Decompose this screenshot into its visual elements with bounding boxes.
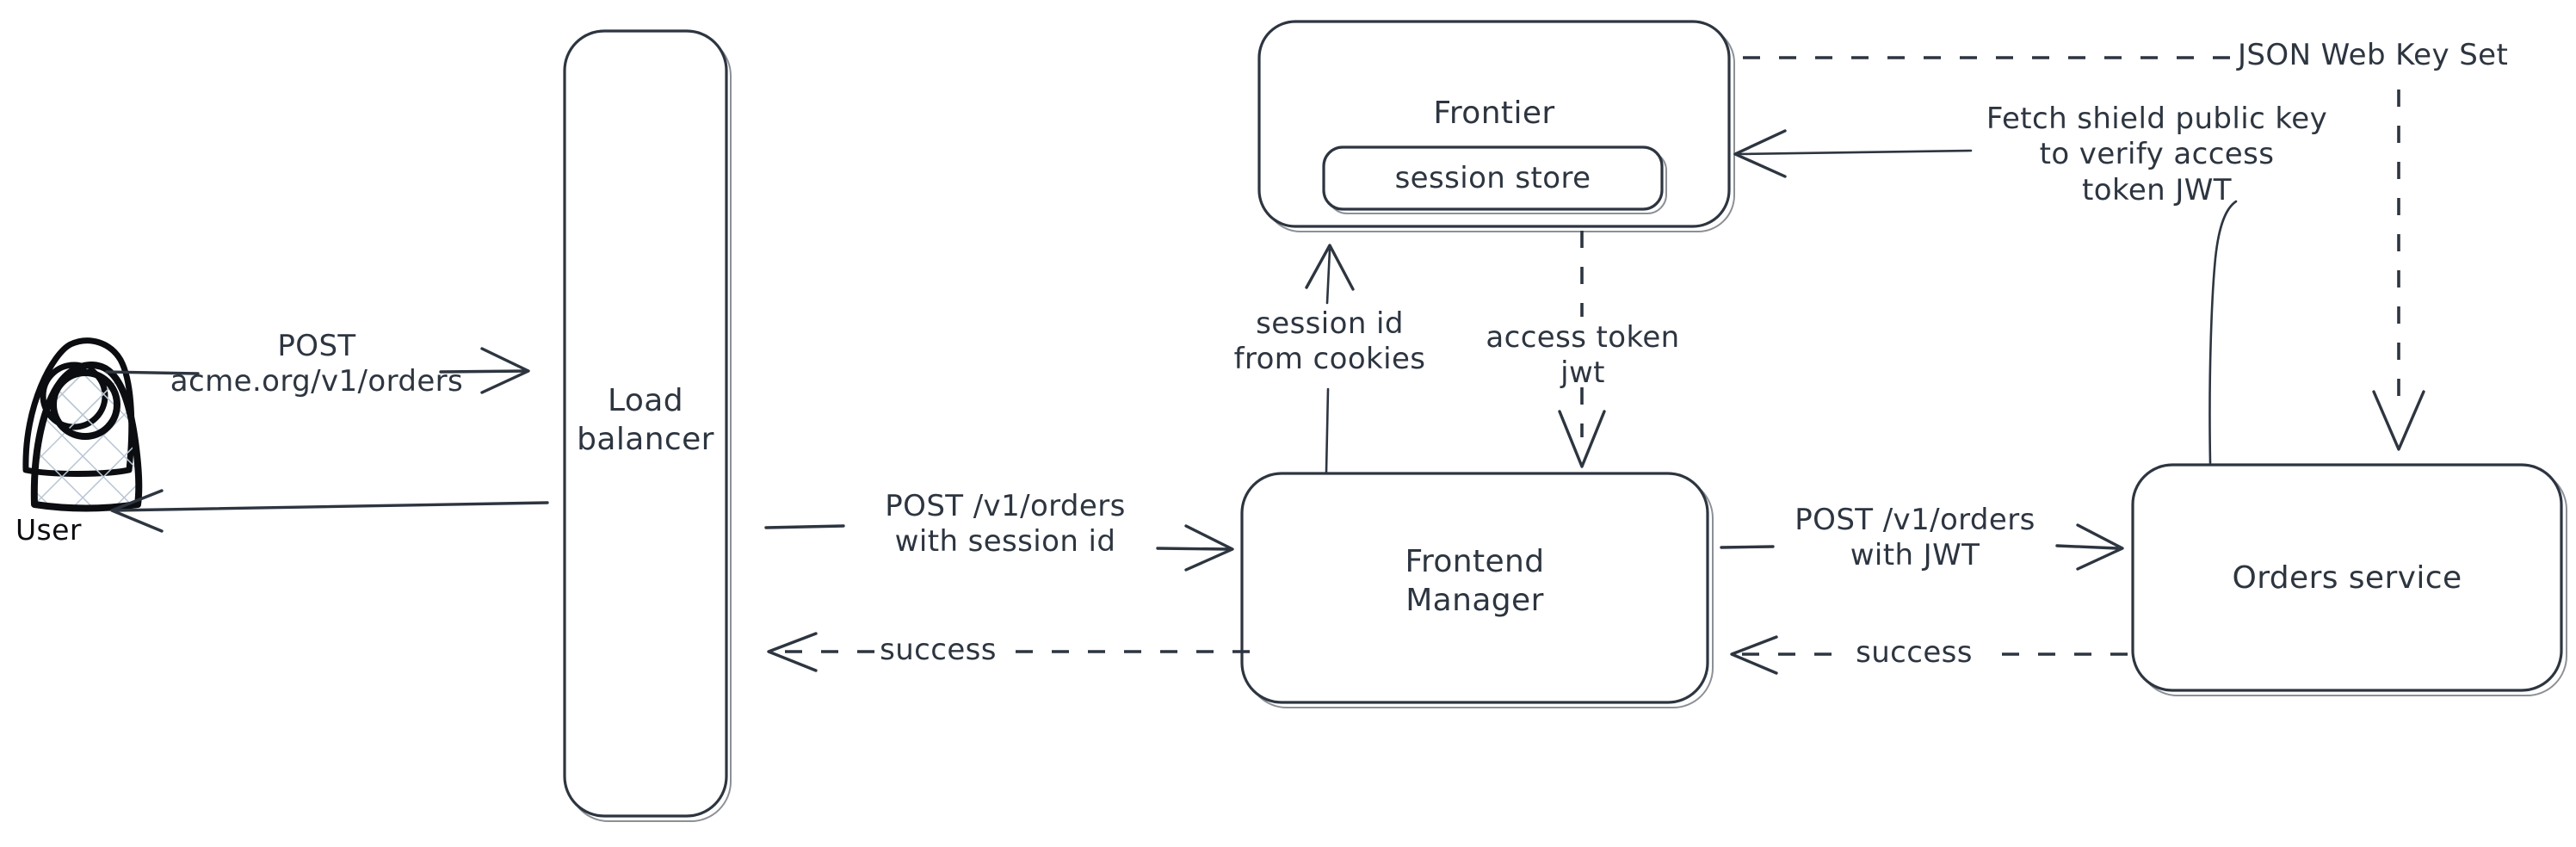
person-icon-shape [30, 362, 143, 512]
edge-label-post-v1-orders-jwt: POST /v1/orders with JWT [1795, 503, 2035, 573]
edge-orders-service-to-frontend-manager-success [1730, 635, 2128, 675]
edge-label-json-web-key-set: JSON Web Key Set [2238, 38, 2509, 72]
node-frontend-manager[interactable] [1240, 472, 1714, 708]
actor-label-user: User [15, 513, 82, 547]
node-label-session-store: session store [1394, 161, 1591, 195]
edge-label-session-id-from-cookies: session id from cookies [1233, 306, 1426, 377]
edge-frontier-to-orders-service-jwks [1743, 56, 2425, 451]
node-label-frontier: Frontier [1433, 96, 1555, 131]
edge-label-post-acme-orders: POST acme.org/v1/orders [170, 329, 464, 399]
edge-orders-service-to-frontier-fetch-key [1733, 129, 2238, 465]
node-orders-service[interactable] [2131, 463, 2567, 696]
node-label-orders-service: Orders service [2232, 560, 2462, 596]
edge-user-to-load-balancer [105, 347, 530, 394]
edge-load-balancer-to-frontend-manager [764, 524, 1234, 572]
edge-frontend-manager-to-frontier-session-id [1305, 244, 1355, 473]
node-label-frontend-manager: Frontend Manager [1405, 544, 1545, 618]
node-session-store[interactable] [1322, 145, 1667, 214]
edge-load-balancer-to-user [110, 489, 549, 533]
edge-label-post-v1-orders-session: POST /v1/orders with session id [885, 489, 1126, 560]
edge-frontend-manager-to-orders-service [1720, 523, 2124, 571]
edge-label-fetch-shield-public-key: Fetch shield public key to verify access… [1986, 102, 2328, 207]
edge-label-success-load-balancer: success [880, 633, 997, 667]
edge-frontend-manager-to-load-balancer-success [767, 632, 1250, 672]
node-load-balancer[interactable] [563, 29, 732, 822]
node-label-load-balancer: Load balancer [577, 383, 714, 457]
edge-frontier-to-frontend-manager-access-token [1558, 231, 1606, 468]
edge-label-access-token-jwt: access token jwt [1486, 320, 1680, 391]
edge-label-success-orders: success [1856, 635, 1973, 670]
